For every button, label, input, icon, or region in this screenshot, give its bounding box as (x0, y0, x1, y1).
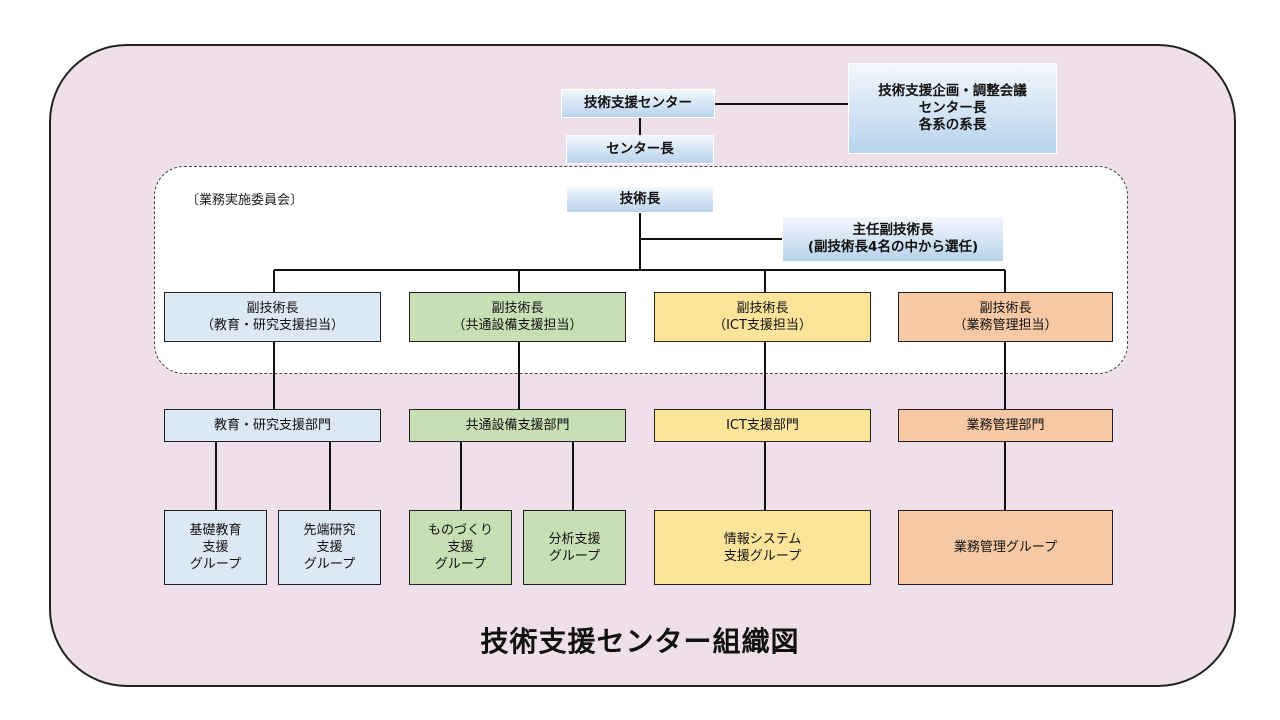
dept-management-box: 業務管理部門 (898, 409, 1113, 442)
group-manufacturing-box: ものづくり 支援 グループ (409, 510, 512, 585)
dept-facility-box: 共通設備支援部門 (409, 409, 626, 442)
deputy-ict-box: 副技術長 （ICT支援担当） (654, 292, 871, 342)
deputy-education-box: 副技術長 （教育・研究支援担当） (164, 292, 381, 342)
group-business-management-box: 業務管理グループ (898, 510, 1113, 585)
center-head-box: センター長 (566, 135, 714, 164)
group-advanced-research-box: 先端研究 支援 グループ (278, 510, 381, 585)
dept-ict-box: ICT支援部門 (654, 409, 871, 442)
chief-technician-box: 技術長 (566, 186, 714, 213)
senior-deputy-box: 主任副技術長 (副技術長4名の中から選任) (782, 216, 1004, 262)
planning-meeting-box: 技術支援企画・調整会議 センター長 各系の系長 (848, 63, 1057, 154)
committee-label: 〔業務実施委員会〕 (186, 193, 304, 208)
group-analysis-box: 分析支援 グループ (523, 510, 626, 585)
group-information-systems-box: 情報システム 支援グループ (654, 510, 871, 585)
deputy-facility-box: 副技術長 （共通設備支援担当） (409, 292, 626, 342)
deputy-management-box: 副技術長 （業務管理担当） (898, 292, 1113, 342)
dept-education-box: 教育・研究支援部門 (164, 409, 381, 442)
page-title: 技術支援センター組織図 (480, 625, 800, 658)
support-center-box: 技術支援センター (561, 89, 715, 118)
group-basic-education-box: 基礎教育 支援 グループ (164, 510, 267, 585)
